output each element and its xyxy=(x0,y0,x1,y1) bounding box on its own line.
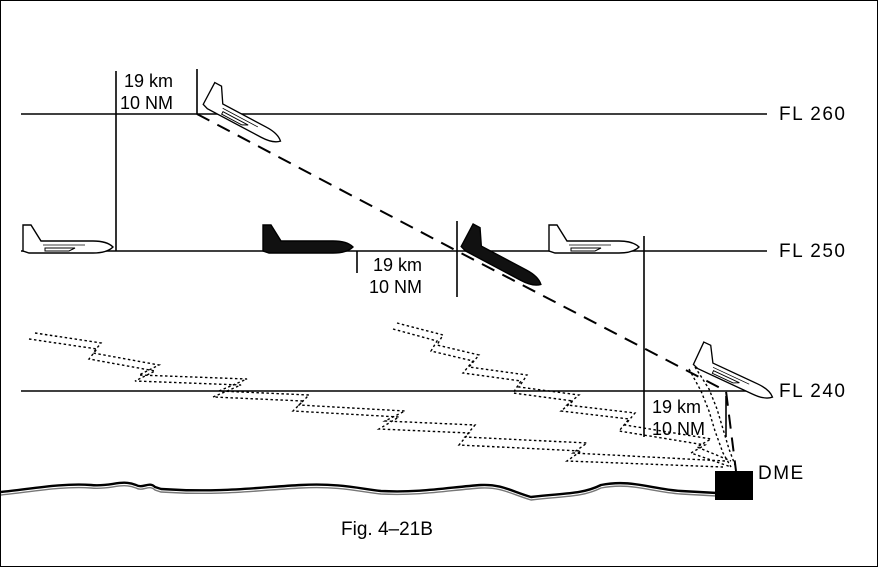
distance-nm-top: 10 NM xyxy=(120,93,173,113)
flight-level-label-250: FL 250 xyxy=(779,241,846,262)
aircraft-icon xyxy=(691,341,782,403)
dme-signal-paths xyxy=(28,322,736,468)
aircraft-icon xyxy=(22,224,114,254)
distance-km-top: 19 km xyxy=(124,71,173,91)
aircraft-icon xyxy=(548,224,640,254)
distance-km-middle: 19 km xyxy=(373,255,422,275)
dme-station xyxy=(715,471,753,500)
flight-level-label-260: FL 260 xyxy=(779,104,846,125)
aircraft-icon xyxy=(262,224,354,254)
distance-nm-middle: 10 NM xyxy=(369,277,422,297)
flight-level-label-240: FL 240 xyxy=(779,381,846,402)
descent-path xyxy=(196,113,737,472)
distance-nm-right: 10 NM xyxy=(652,419,705,439)
distance-km-right: 19 km xyxy=(652,397,701,417)
distance-bracket-top xyxy=(115,69,198,251)
terrain xyxy=(1,481,718,499)
aircraft-icon xyxy=(459,223,552,291)
dme-label: DME xyxy=(758,463,805,484)
distance-bracket-right xyxy=(643,236,727,437)
terrain-shadow xyxy=(1,485,718,501)
distance-bracket-middle xyxy=(356,221,458,297)
figure-caption: Fig. 4–21B xyxy=(341,519,433,540)
